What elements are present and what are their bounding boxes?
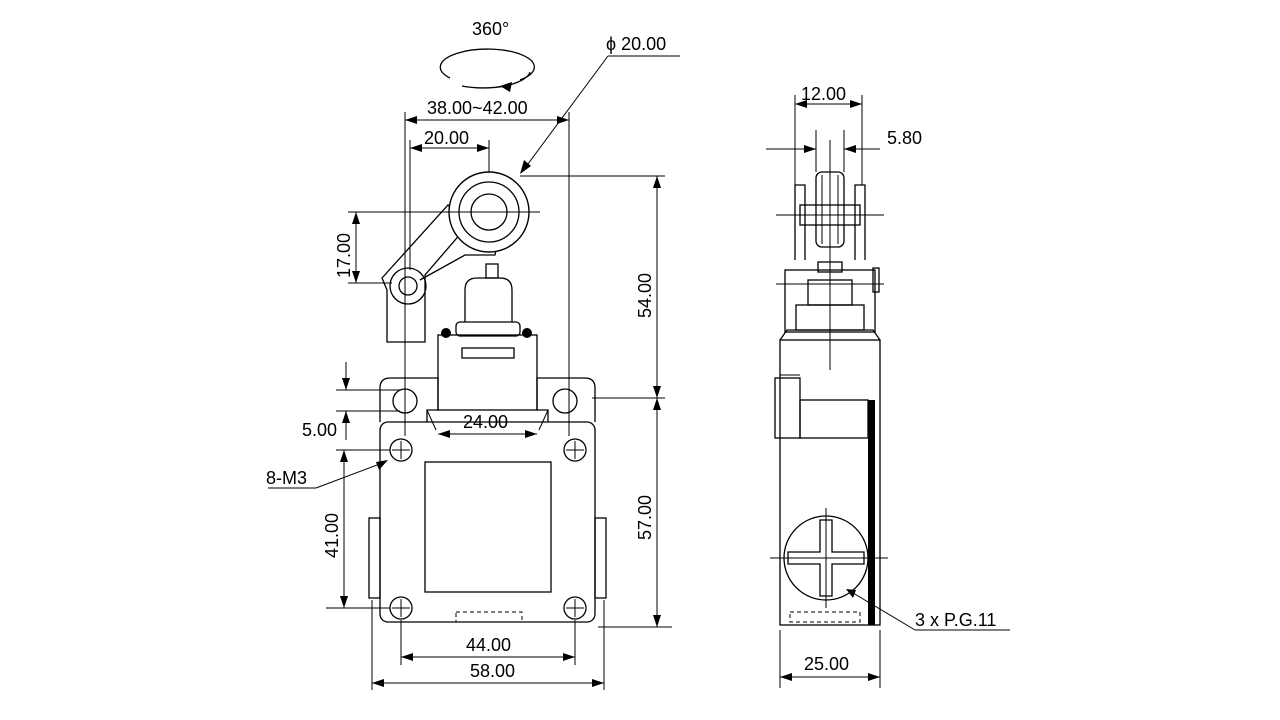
screws-label: 8-M3 xyxy=(266,468,307,488)
slot-label: 5.00 xyxy=(302,420,337,440)
screw-pitch-vertical-label: 41.00 xyxy=(322,513,342,558)
side-view: 12.00 5.80 3 x P.G.11 25.00 xyxy=(766,84,1010,688)
roller-offset-label: 20.00 xyxy=(424,128,469,148)
screw-bottom-right-icon xyxy=(563,596,587,620)
screw-pitch-horizontal-label: 44.00 xyxy=(466,635,511,655)
mounting-slot-right xyxy=(552,388,578,414)
rotation-arrow-icon xyxy=(439,48,535,92)
lever-length-label: 38.00~42.00 xyxy=(427,98,528,118)
side-body xyxy=(779,339,881,626)
plunger-width-label: 24.00 xyxy=(463,412,508,432)
lever-height-label: 17.00 xyxy=(334,233,354,278)
roller-lever-arm xyxy=(381,171,530,343)
screw-bottom-left-icon xyxy=(389,596,413,620)
actuator-height-label: 54.00 xyxy=(635,273,655,318)
roller-diameter-label: ϕ 20.00 xyxy=(606,34,666,54)
side-roller-width-label: 12.00 xyxy=(801,84,846,104)
screw-top-left-icon xyxy=(389,438,413,462)
side-depth-label: 25.00 xyxy=(804,654,849,674)
head-block xyxy=(437,334,538,411)
side-roller-thickness-label: 5.80 xyxy=(887,128,922,148)
screw-top-right-icon xyxy=(563,438,587,462)
front-view: 360° ϕ 20.00 xyxy=(266,19,680,690)
rotation-label: 360° xyxy=(472,19,509,39)
conduit-label: 3 x P.G.11 xyxy=(915,610,996,630)
label-window xyxy=(424,461,552,593)
body-height-label: 57.00 xyxy=(635,495,655,540)
body-width-label: 58.00 xyxy=(470,661,515,681)
